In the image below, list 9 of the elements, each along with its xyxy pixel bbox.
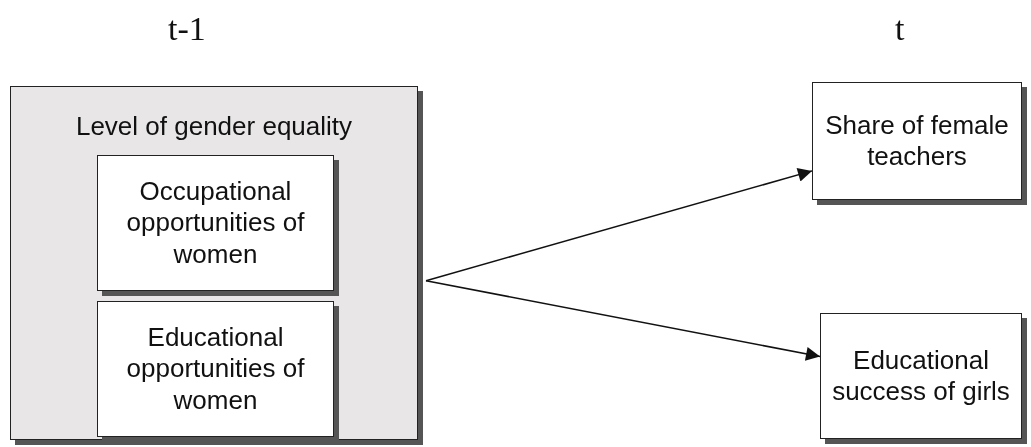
arrow [425,279,821,361]
time-label: t-1 [168,10,206,48]
box-text: Educational success of girls [831,344,1011,408]
box-text: Level of gender equality [74,111,354,143]
time-label: t [895,10,905,48]
box-text: Occupational opportunities of women [125,176,306,270]
arrow [425,167,813,282]
box-text: Share of female teachers [824,109,1010,173]
box-text: Educational opportunities of women [125,322,306,416]
